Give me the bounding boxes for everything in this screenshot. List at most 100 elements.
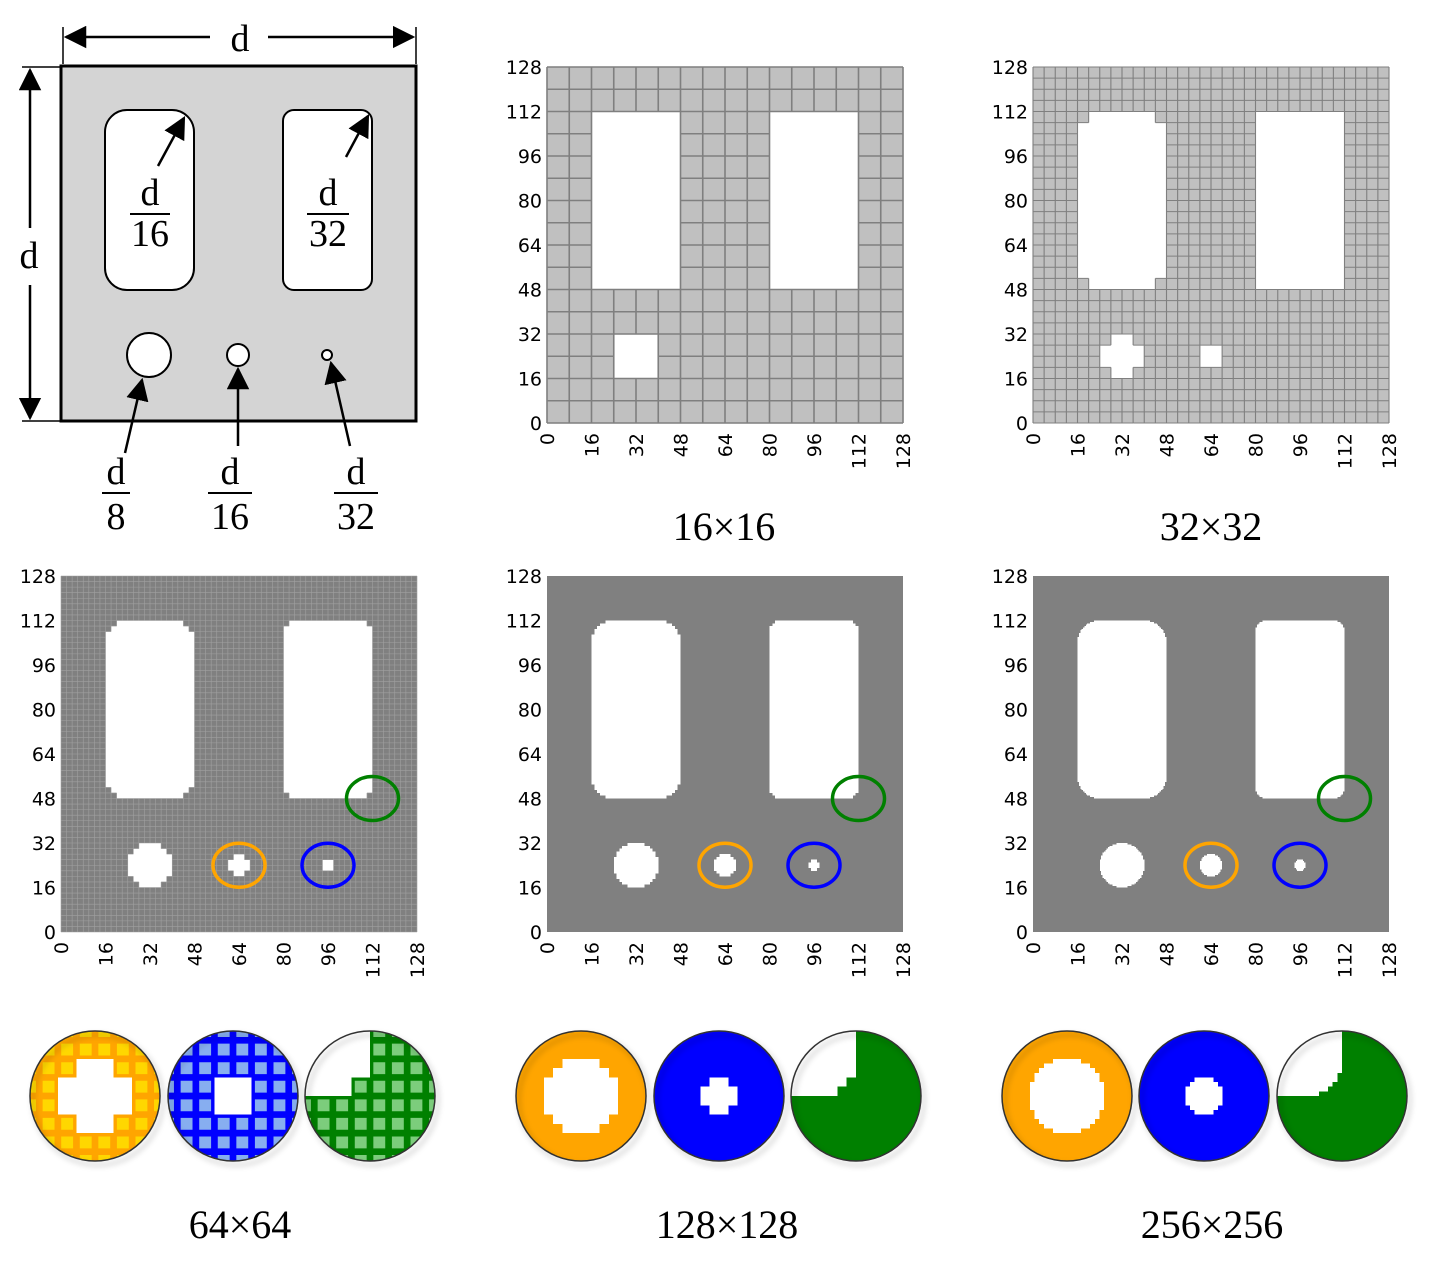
y-tick-label: 32 [518,324,542,346]
zoom-inset-orange [1001,1030,1133,1162]
x-tick-label: 64 [1201,942,1223,966]
y-tick-label: 64 [518,744,542,766]
y-tick-label: 128 [506,566,542,588]
x-tick-label: 32 [1112,942,1134,966]
mesh-plot [547,576,903,932]
y-tick-label: 96 [1004,655,1028,677]
hole-small [321,349,333,361]
mesh-void-cells [1077,620,1345,888]
schematic-diagram: d d d 16 d 32 d 8 [18,18,418,538]
zoom-inset-blue [1138,1030,1270,1162]
highlight-rings [1183,774,1373,889]
svg-text:d: d [319,172,338,214]
mesh-void-cells [591,111,859,379]
mesh-plot [1033,576,1389,932]
y-tick-label: 0 [530,922,542,944]
y-tick-label: 112 [20,611,56,633]
hole-large-diameter-label: d 8 [102,377,149,538]
y-tick-label: 32 [1004,833,1028,855]
y-tick-label: 112 [992,102,1028,124]
x-tick-label: 112 [363,942,385,978]
zoom-inset-blue [653,1030,785,1162]
x-tick-label: 96 [1290,433,1312,457]
x-tick-label: 64 [229,942,251,966]
y-tick-label: 96 [518,655,542,677]
y-tick-label: 48 [32,789,56,811]
x-tick-label: 112 [1335,433,1357,469]
slot-left-radius-label: d 16 [130,116,186,255]
y-tick-label: 96 [1004,146,1028,168]
y-tick-label: 128 [506,57,542,79]
highlight-rings [211,774,401,889]
x-tick-label: 48 [185,942,207,966]
zoom-inset-orange [29,1030,161,1162]
width-dimension-label: d [231,18,250,60]
y-tick-label: 80 [518,191,542,213]
zoom-inset-green [1276,1030,1408,1162]
panel-caption: 128×128 [656,1202,799,1247]
y-tick-label: 80 [1004,191,1028,213]
x-tick-label: 0 [537,433,559,445]
hole-small-diameter-label: d 32 [324,360,378,538]
y-tick-label: 96 [518,146,542,168]
slot-right-radius-label: d 32 [307,114,370,255]
x-tick-label: 112 [849,433,871,469]
panel-caption: 64×64 [189,1202,292,1247]
x-tick-label: 96 [1290,942,1312,966]
y-tick-label: 64 [32,744,56,766]
x-tick-label: 80 [1246,433,1268,457]
y-tick-label: 0 [530,413,542,435]
zoom-inset-green [790,1030,922,1162]
x-tick-label: 128 [893,942,915,978]
mesh-grid-lines [546,66,904,424]
x-tick-label: 32 [140,942,162,966]
x-tick-label: 0 [51,942,73,954]
green-ring [1316,774,1373,823]
panel-caption: 32×32 [1160,504,1263,549]
y-tick-label: 80 [518,700,542,722]
svg-text:d: d [107,451,126,493]
hole-medium [226,343,250,367]
y-tick-label: 112 [506,102,542,124]
mesh-plot [1032,66,1390,424]
mesh-plot [546,66,904,424]
x-tick-label: 128 [1379,433,1401,469]
zoom-inset-blue [167,1030,299,1162]
zoom-inset-orange [515,1030,647,1162]
x-tick-label: 0 [1023,433,1045,445]
green-ring [344,774,401,823]
height-dimension-label: d [20,235,39,277]
y-tick-label: 48 [1004,789,1028,811]
y-tick-label: 0 [1016,922,1028,944]
y-tick-label: 32 [1004,324,1028,346]
x-tick-label: 64 [715,942,737,966]
y-tick-label: 112 [506,611,542,633]
x-tick-label: 80 [760,433,782,457]
y-tick-label: 64 [1004,744,1028,766]
y-tick-label: 128 [992,57,1028,79]
x-tick-label: 128 [407,942,429,978]
x-tick-label: 0 [537,942,559,954]
x-tick-label: 16 [1068,942,1090,966]
y-tick-label: 16 [1004,878,1028,900]
x-tick-label: 128 [893,433,915,469]
zoom-insets [1001,1030,1408,1162]
x-tick-label: 16 [582,433,604,457]
y-tick-label: 64 [518,235,542,257]
orange-ring [211,841,267,889]
x-tick-label: 112 [849,942,871,978]
x-tick-label: 128 [1379,942,1401,978]
y-tick-label: 80 [1004,700,1028,722]
svg-text:d: d [221,451,240,493]
